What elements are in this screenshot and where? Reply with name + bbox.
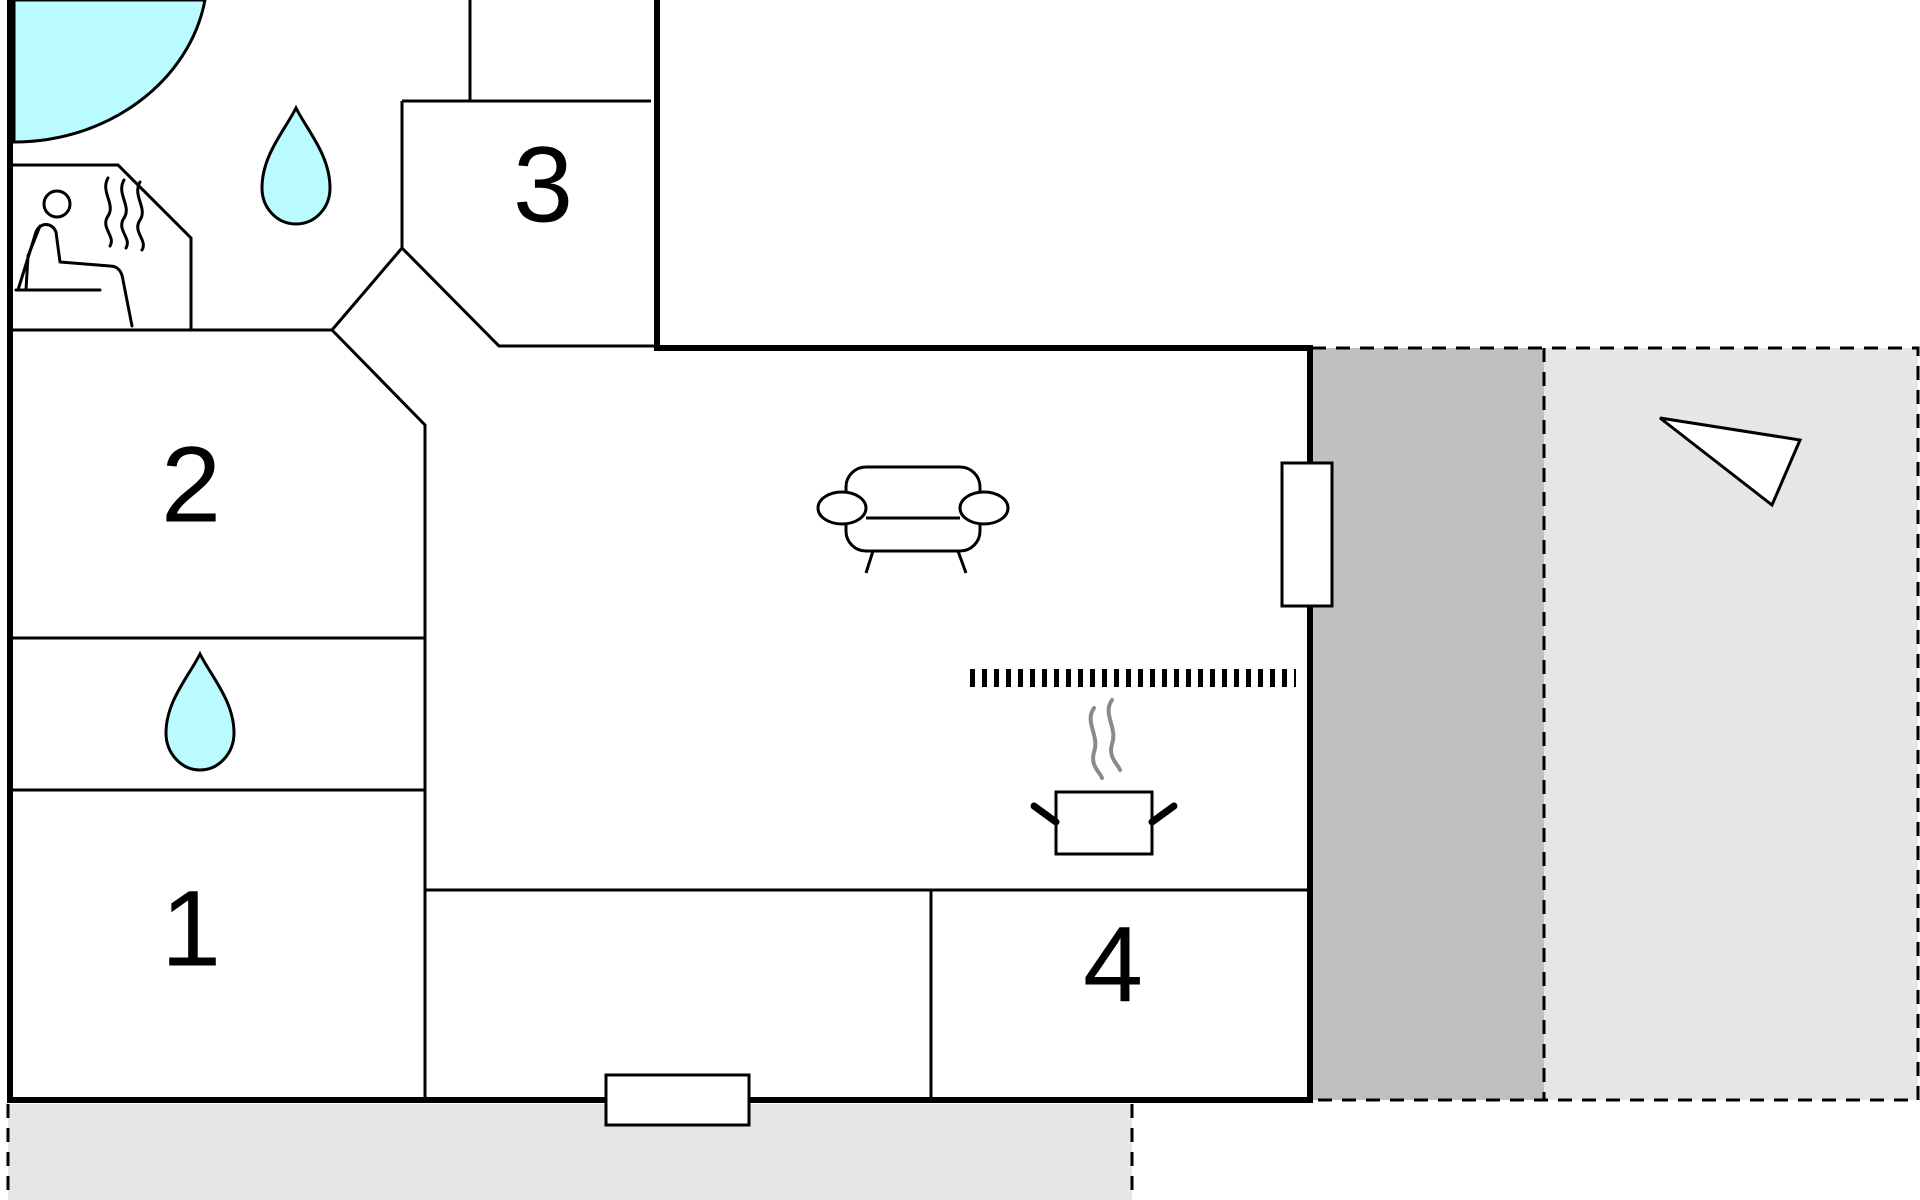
water-drop-icon [260,104,332,226]
sauna-icon [14,176,145,328]
interior-walls [10,0,1310,1100]
window-bottom [604,1073,751,1127]
room-number-1: 1 [161,868,221,989]
room-number-2: 2 [161,424,221,545]
patio [8,1104,1132,1200]
outer-wall [7,0,1313,1103]
room-number-3: 3 [513,124,573,245]
sofa-icon [816,465,1010,574]
window-right [1280,461,1334,608]
cooking-pot-icon [1030,698,1178,856]
terrace-outline [1312,346,1920,1102]
terrace-covered [1312,348,1544,1100]
room-number-4: 4 [1083,904,1143,1025]
water-drop-icon [164,650,236,772]
north-arrow-icon [1659,416,1803,508]
pool-icon [12,0,207,144]
